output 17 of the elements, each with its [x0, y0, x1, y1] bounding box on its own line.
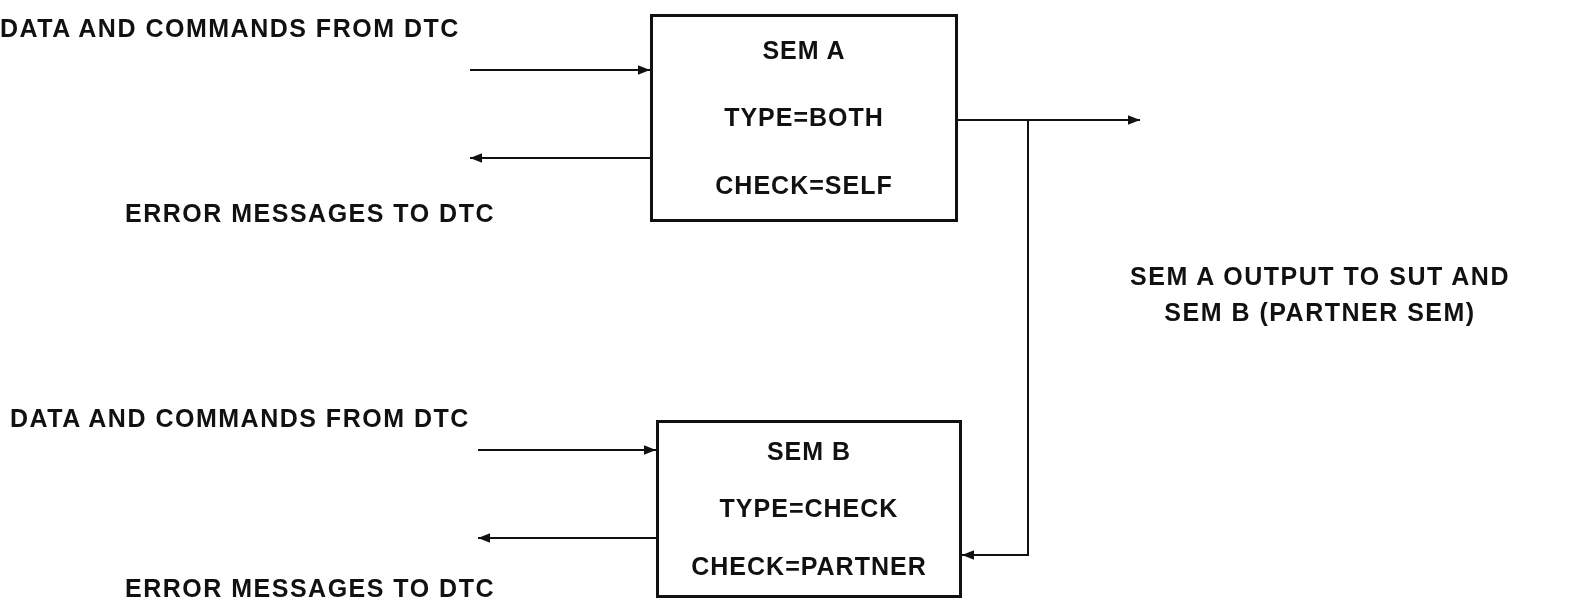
process-box — [650, 14, 958, 222]
text-label: SEM A OUTPUT TO SUT AND SEM B (PARTNER SEM) — [1129, 261, 1511, 329]
arrow — [469, 65, 651, 75]
box-text: CHECK=PARTNER — [691, 551, 927, 581]
box-text: CHECK=SELF — [715, 170, 893, 200]
box-title: SEM A — [762, 36, 846, 66]
arrow — [477, 533, 657, 543]
arrow — [469, 153, 651, 163]
box-text: TYPE=BOTH — [724, 103, 884, 133]
process-box — [656, 420, 962, 598]
box-title: SEM B — [766, 437, 852, 467]
text-label: ERROR MESSAGES TO DTC — [125, 199, 495, 228]
text-label: ERROR MESSAGES TO DTC — [125, 574, 495, 603]
text-label: DATA AND COMMANDS FROM DTC — [10, 404, 470, 433]
arrow — [477, 445, 657, 455]
text-label: DATA AND COMMANDS FROM DTC — [0, 14, 460, 43]
box-text: TYPE=CHECK — [719, 494, 899, 524]
